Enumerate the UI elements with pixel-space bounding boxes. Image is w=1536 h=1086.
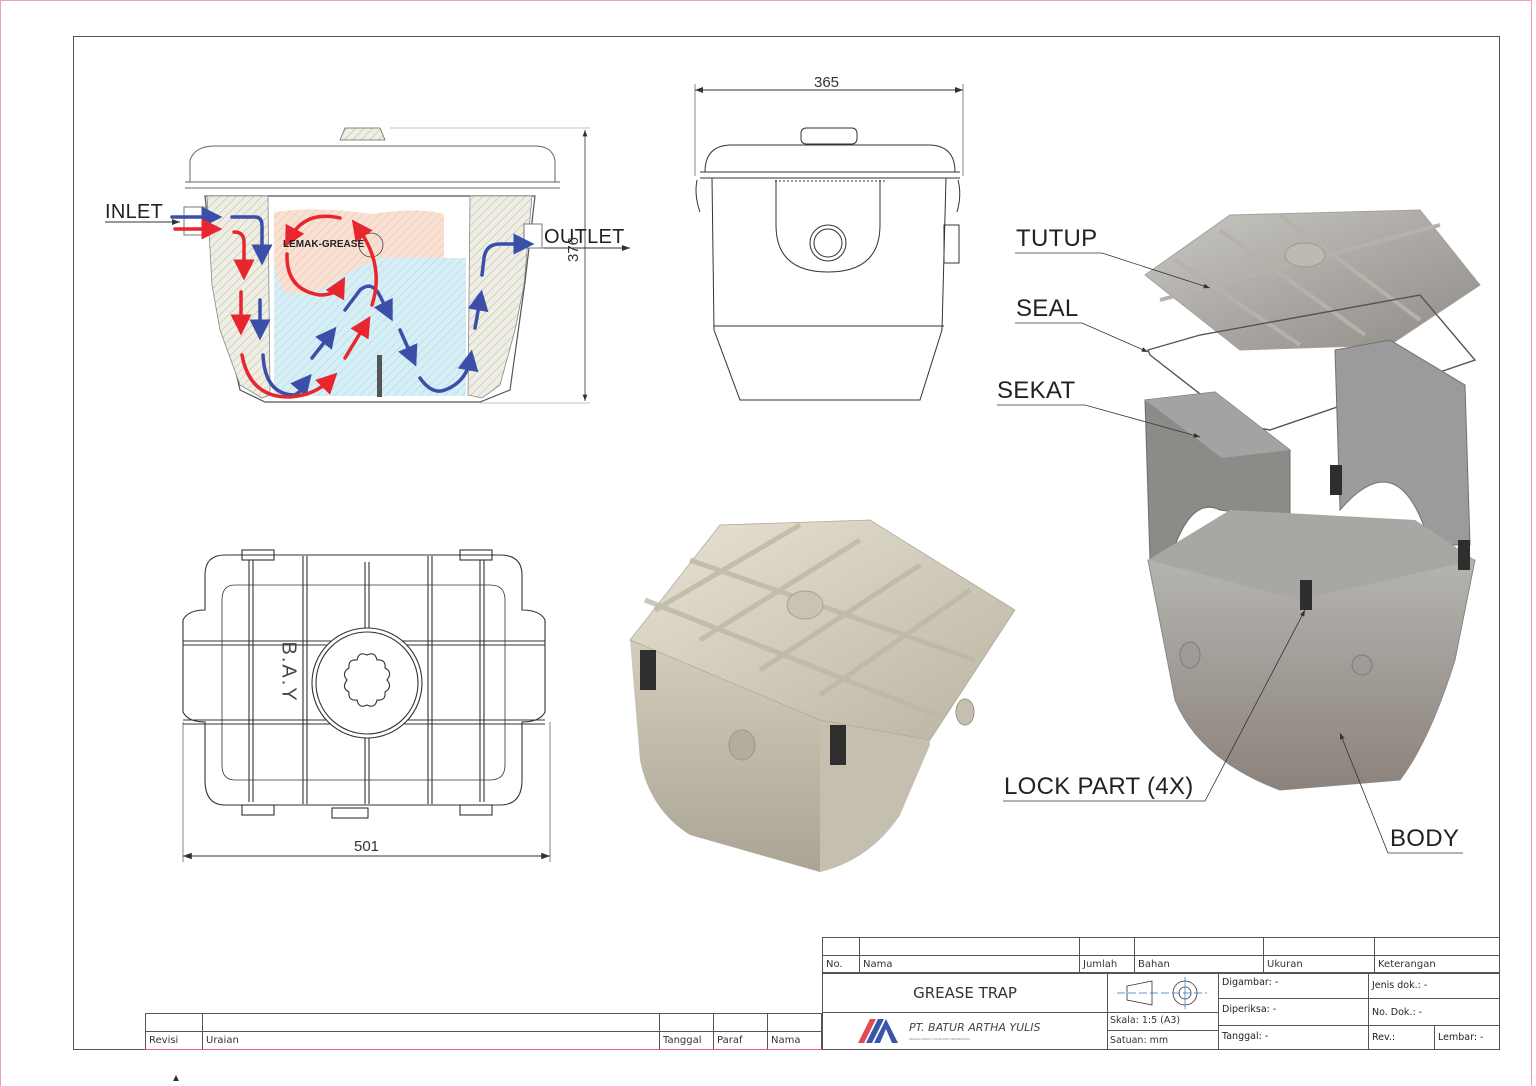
small-marker-icon [173,1075,179,1081]
grease-zone-label: LEMAK-GREASE [283,239,365,250]
parts-header-jumlah: Jumlah [1079,955,1135,973]
callout-sekat: SEKAT [997,377,1076,404]
rev-field: Rev.: [1369,1026,1435,1050]
parts-header-nama: Nama [859,955,1080,973]
first-angle-projection-icon [1117,977,1207,1009]
projection-symbol-cell [1107,974,1218,1013]
scale-label: Skala: 1:5 (A3) [1107,1012,1218,1031]
rev-header-nama: Nama [767,1031,822,1050]
parts-header-ukuran: Ukuran [1263,955,1375,973]
callout-tutup: TUTUP [1016,225,1098,252]
units-label: Satuan: mm [1110,1035,1169,1046]
digambar-field: Digambar: - [1219,974,1368,999]
jenis-dok-field: Jenis dok.: - [1369,974,1500,999]
parts-header-keterangan: Keterangan [1374,955,1500,973]
drawing-frame [73,36,1500,1050]
company-logo-cell: PT. BATUR ARTHA YULIS PENGECORAN LOGAM D… [823,1012,1108,1050]
parts-header-no: No. [822,955,860,973]
company-tagline: PENGECORAN LOGAM DAN PERMESINAN [909,1037,970,1041]
parts-list: No. Nama Jumlah Bahan Ukuran Keterangan [822,937,1500,973]
title-block-main: GREASE TRAP PT. BATUR ARTHA YULIS PENGEC… [822,973,1500,1050]
revision-block: Revisi Uraian Tanggal Paraf Nama [145,1013,822,1050]
callout-seal: SEAL [1016,295,1079,322]
top-width-dimension: 501 [354,838,380,855]
company-name: PT. BATUR ARTHA YULIS [909,1021,1041,1034]
callout-lock-part: LOCK PART (4X) [1004,773,1194,800]
rev-header-uraian: Uraian [202,1031,660,1050]
rev-header-tanggal: Tanggal [659,1031,714,1050]
callout-body: BODY [1390,825,1460,852]
lembar-field: Lembar: - [1438,1032,1484,1043]
document-fields: Jenis dok.: - No. Dok.: - Rev.: Lembar: … [1369,974,1500,1050]
diperiksa-field: Diperiksa: - [1219,999,1368,1026]
rev-header-revisi: Revisi [145,1031,203,1050]
no-dok-field: No. Dok.: - [1369,999,1500,1026]
inlet-label: INLET [105,201,164,223]
tanggal-field: Tanggal: - [1222,1031,1269,1042]
company-logo-icon [858,1019,898,1043]
outlet-label: OUTLET [544,226,625,248]
front-width-dimension: 365 [814,74,840,91]
drawing-title: GREASE TRAP [823,974,1108,1013]
rev-header-paraf: Paraf [713,1031,768,1050]
drafter-fields: Digambar: - Diperiksa: - Tanggal: - [1218,974,1369,1050]
parts-header-bahan: Bahan [1134,955,1264,973]
